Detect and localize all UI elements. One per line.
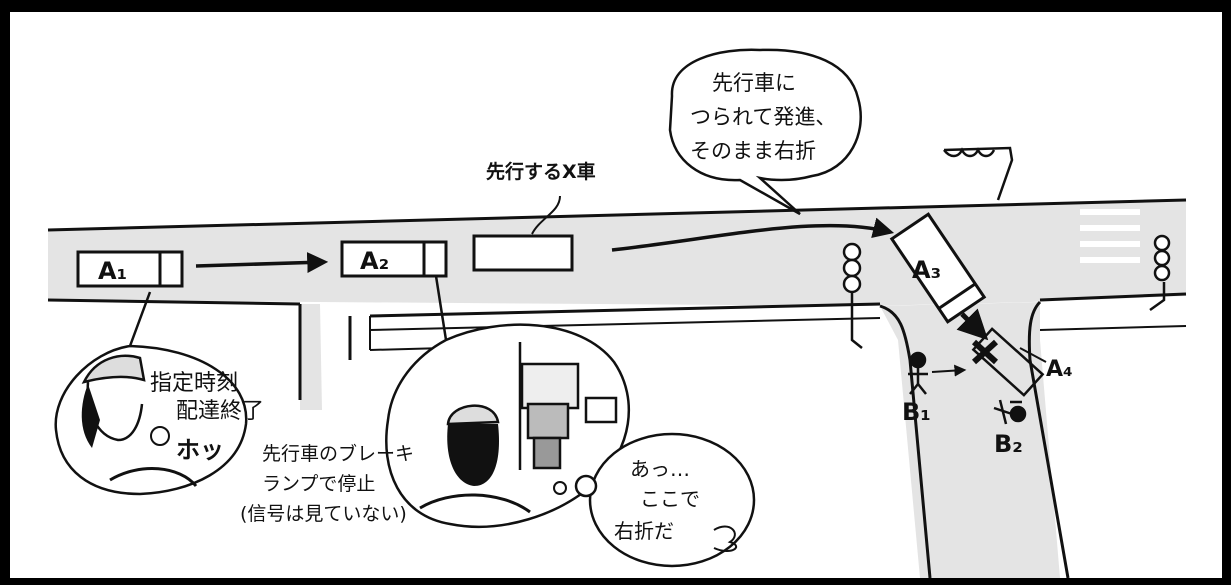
car-a2-label: A₂ [360,247,389,275]
driver-a1-cap [81,354,146,384]
road-network [47,198,1187,579]
follow-lead-line3: そのまま右折 [690,139,816,163]
arrow-a3-turn [956,308,989,341]
car-a3-label: A₃ [912,256,941,284]
pedestrian-b1 [908,351,928,395]
turn-here-line1: あっ… [630,457,690,481]
follow-lead-line2: つられて発進、 [690,105,836,129]
turn-here-line3: 右折だ [614,519,674,543]
x-car-label: 先行するX車 [486,160,596,183]
arrow-a1-to-a2 [195,252,329,274]
a4-pointer [1019,347,1047,363]
driver-a2-cap [446,404,500,426]
collision-mark [971,339,999,365]
driver-a1-steering [109,467,198,487]
bubble-driver-a2: 先行車のブレーキ ランプで停止 (信号は見ていない) [240,275,631,528]
driver-a2-steering [419,493,531,514]
bubble-driver-a1: 指定時刻 配達終了 ホッ [54,291,264,496]
car-a1-label: A₁ [98,257,127,285]
driver-a2-head [447,424,499,486]
turn-here-line2: ここで [640,487,700,511]
bubble-follow-lead: 先行車に つられて発進、 そのまま右折 [668,48,862,216]
arrow-x-path [611,217,895,252]
traffic-signal-top [943,146,1014,201]
sweat-icon [713,525,737,552]
a4-label: A₄ [1046,357,1073,382]
delivery-done-line2: 配達終了 [176,399,264,424]
delivery-done-line1: 指定時刻 [150,371,238,396]
brake-lamp-line2: ランプで停止 [262,473,375,495]
pedestrian-b2-label: B₂ [994,430,1023,458]
car-a1: A₁ [76,250,184,288]
x-car-pointer [531,195,561,235]
car-a2: A₂ [340,240,448,278]
driver-a1-hair [81,384,100,448]
pedestrian-b1-label: B₁ [902,398,931,426]
traffic-signal-right [1149,234,1171,312]
driver-a1-sigh-icon [150,426,170,446]
windshield-view [518,342,618,470]
follow-lead-line1: 先行車に [712,71,796,95]
brake-lamp-line1: 先行車のブレーキ [262,442,414,465]
traffic-signal-left [842,242,863,349]
relief-text: ホッ [176,436,224,464]
car-x [472,234,574,272]
bubble-turn-here: あっ… ここで 右折だ [553,432,756,568]
pedestrian-b2 [993,399,1027,425]
arrow-b1-walk [931,364,967,377]
brake-lamp-line3: (信号は見ていない) [240,503,407,525]
